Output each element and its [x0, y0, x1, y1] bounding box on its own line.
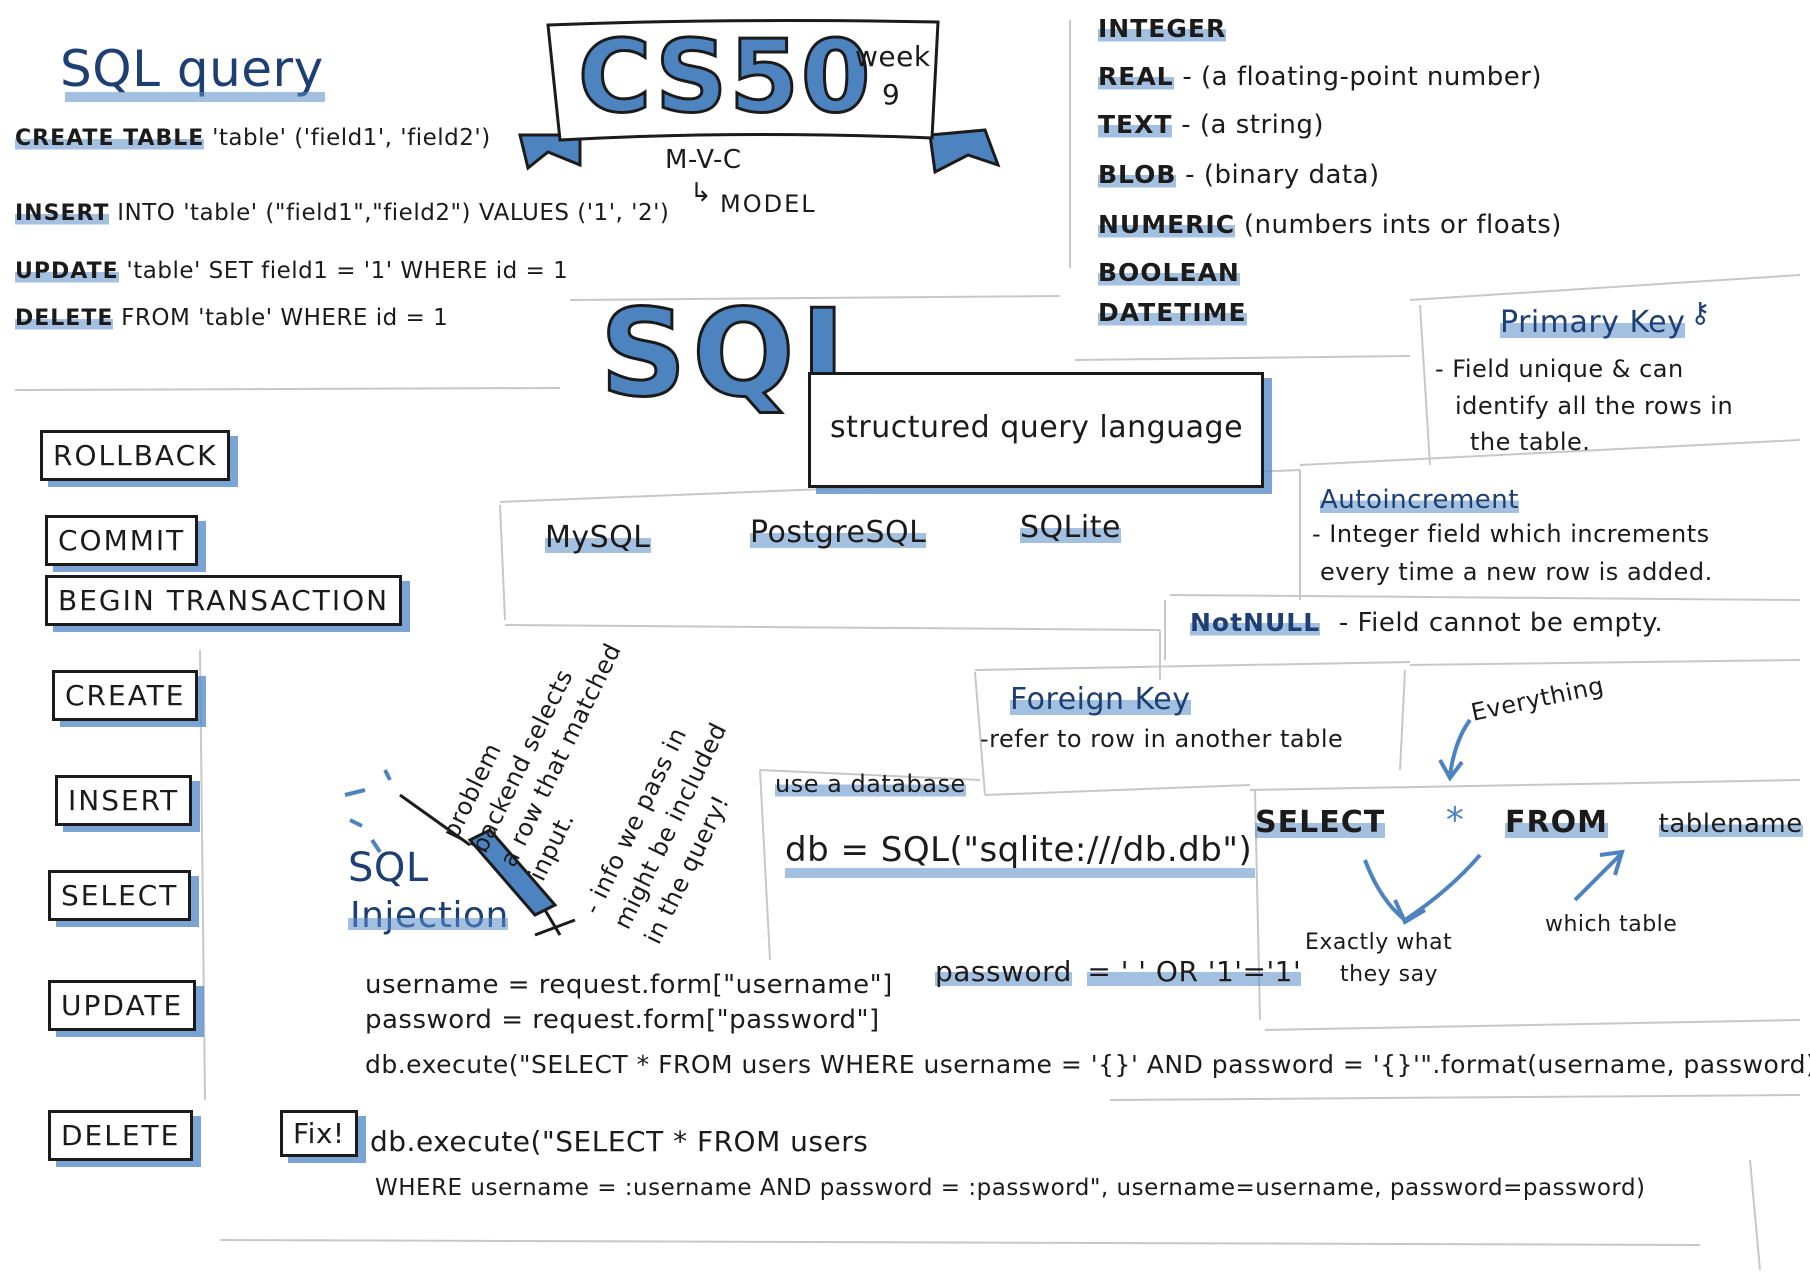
keyword: CREATE TABLE [15, 126, 205, 151]
keyword: INSERT [15, 201, 110, 226]
exploit-line-3: db.execute("SELECT * FROM users WHERE us… [365, 1050, 1810, 1079]
model-label: MODEL [720, 190, 817, 218]
week-label: week [855, 40, 931, 73]
type-name: BLOB [1098, 160, 1177, 189]
sql-subtitle-box [808, 372, 1264, 488]
primary-key-title: Primary Key [1500, 305, 1686, 340]
cmd-delete: DELETE [48, 1110, 194, 1161]
dialect-sqlite: SQLite [1020, 510, 1121, 545]
query-line-update: UPDATE 'table' SET field1 = '1' WHERE id… [15, 258, 568, 284]
cs50-title: CS50 [576, 18, 873, 135]
query-text: 'table' SET field1 = '1' WHERE id = 1 [118, 258, 569, 284]
query-section-title: SQL query [60, 40, 324, 98]
select-tablename: tablename [1658, 809, 1803, 839]
autoincrement-desc-1: - Integer field which increments [1312, 520, 1710, 548]
type-real: REAL - (a floating-point number) [1098, 62, 1542, 92]
type-datetime: DATETIME [1098, 298, 1247, 328]
type-desc: (numbers ints or floats) [1235, 210, 1562, 240]
password-value: = ' ' OR '1'='1' [1087, 955, 1302, 988]
cmd-commit: COMMIT [45, 515, 199, 566]
exploit-line-2: password = request.form["password"] [365, 1005, 880, 1035]
select-keyword: SELECT [1255, 805, 1386, 840]
key-icon: ⚷ [1690, 296, 1712, 329]
injection-title-highlight [348, 918, 508, 930]
type-name: NUMERIC [1098, 210, 1236, 239]
from-keyword: FROM [1505, 805, 1608, 840]
type-name: DATETIME [1098, 298, 1247, 327]
type-name: INTEGER [1098, 14, 1227, 43]
select-star: * [1445, 800, 1465, 841]
mvc-label: M-V-C [665, 145, 742, 175]
type-blob: BLOB - (binary data) [1098, 160, 1380, 190]
fix-label: Fix! [280, 1110, 358, 1157]
injection-title-1: SQL [348, 845, 429, 891]
type-name: REAL [1098, 62, 1174, 91]
cmd-update: UPDATE [48, 980, 197, 1031]
database-code: db = SQL("sqlite:///db.db") [785, 830, 1253, 870]
foreign-key-desc: -refer to row in another table [980, 725, 1344, 753]
keyword: UPDATE [15, 259, 119, 284]
autoincrement-title: Autoincrement [1320, 485, 1519, 515]
query-text: FROM 'table' WHERE id = 1 [113, 305, 449, 331]
type-numeric: NUMERIC (numbers ints or floats) [1098, 210, 1562, 240]
cmd-insert: INSERT [55, 775, 193, 826]
query-line-insert: INSERT INTO 'table' ("field1","field2") … [15, 200, 669, 226]
cmd-begin-transaction: BEGIN TRANSACTION [45, 575, 403, 626]
select-query: SELECT * FROM tablename [1255, 800, 1803, 841]
primary-key-desc-3: the table. [1470, 428, 1591, 456]
exploit-password: password = ' ' OR '1'='1' [935, 955, 1302, 988]
keyword: DELETE [15, 306, 114, 331]
notnull-title: NotNULL [1190, 608, 1321, 637]
select-note-exact-1: Exactly what [1305, 930, 1453, 955]
foreign-key-title: Foreign Key [1010, 682, 1191, 717]
type-name: TEXT [1098, 110, 1173, 139]
query-line-delete: DELETE FROM 'table' WHERE id = 1 [15, 305, 448, 331]
select-note-exact-2: they say [1340, 962, 1439, 987]
cmd-rollback: ROLLBACK [40, 430, 231, 481]
type-boolean: BOOLEAN [1098, 258, 1240, 288]
type-integer: INTEGER [1098, 14, 1227, 44]
autoincrement-desc-2: every time a new row is added. [1320, 558, 1713, 586]
type-desc: - (a string) [1172, 110, 1324, 140]
select-note-table: which table [1545, 912, 1678, 937]
arrow-icon: ↳ [690, 178, 713, 208]
dialect-postgresql: PostgreSQL [750, 515, 927, 550]
type-desc: - (a floating-point number) [1173, 62, 1543, 92]
type-desc: - (binary data) [1176, 160, 1380, 190]
week-number: 9 [882, 78, 901, 111]
type-text: TEXT - (a string) [1098, 110, 1324, 140]
query-line-create: CREATE TABLE 'table' ('field1', 'field2'… [15, 125, 491, 151]
password-label: password [935, 955, 1072, 988]
fix-line-2: WHERE username = :username AND password … [375, 1175, 1646, 1201]
cmd-create: CREATE [52, 670, 199, 721]
notnull-desc: - Field cannot be empty. [1338, 608, 1664, 638]
query-text: 'table' ('field1', 'field2') [204, 125, 491, 151]
database-label: use a database [775, 770, 966, 798]
primary-key-desc-2: identify all the rows in [1455, 392, 1734, 420]
fix-line-1: db.execute("SELECT * FROM users [370, 1125, 869, 1158]
primary-key-desc-1: - Field unique & can [1435, 355, 1684, 383]
database-code-underline [785, 868, 1255, 878]
exploit-line-1: username = request.form["username"] [365, 970, 893, 1000]
sql-subtitle: structured query language [830, 410, 1244, 445]
dialect-mysql: MySQL [545, 520, 651, 555]
type-name: BOOLEAN [1098, 258, 1240, 287]
cmd-select: SELECT [48, 870, 192, 921]
query-text: INTO 'table' ("field1","field2") VALUES … [109, 200, 670, 226]
query-title-underline [65, 92, 325, 102]
notnull-row: NotNULL - Field cannot be empty. [1190, 608, 1663, 638]
